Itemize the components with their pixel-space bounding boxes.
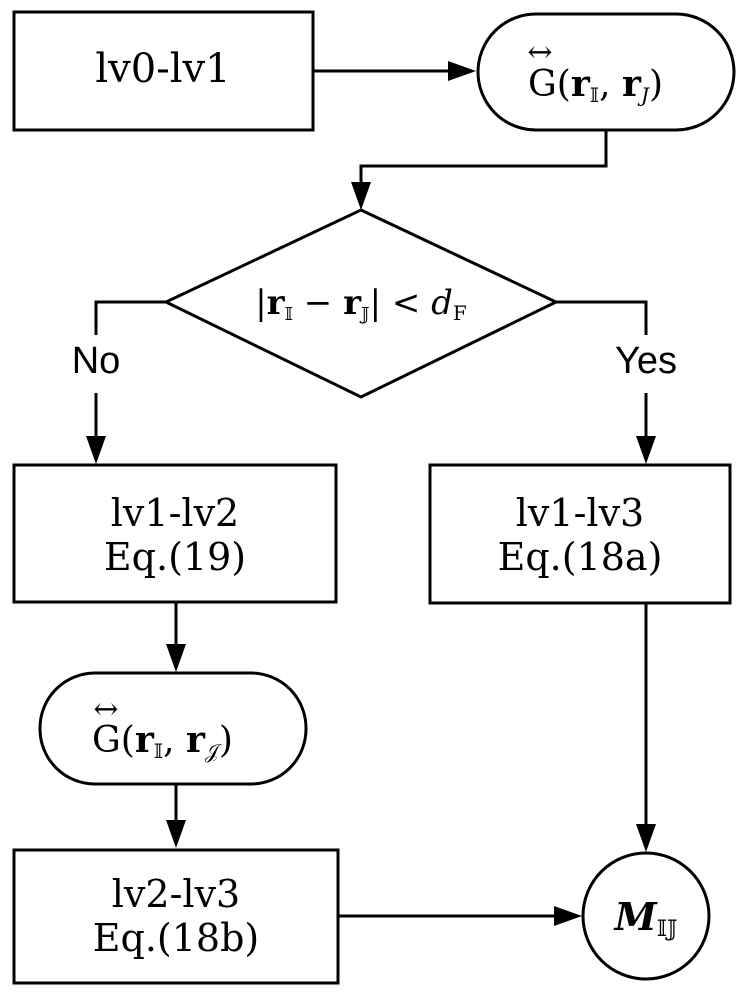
node-green-function-top-box (476, 12, 736, 132)
green-top-comma: , (599, 64, 622, 105)
result-label: M𝕀𝕁 (613, 894, 678, 942)
decision-condition: |r𝕀 − r𝕁| < dF (255, 283, 467, 325)
connector-decision-yes (556, 300, 648, 335)
branch-label-no: No (72, 340, 121, 382)
node-decision: |r𝕀 − r𝕁| < dF (162, 208, 560, 399)
arrowhead-yes-to-lv1-lv3 (636, 436, 656, 464)
decision-sub-d: F (453, 301, 467, 325)
arrowhead-no-to-lv1-lv2 (86, 436, 106, 464)
node-lv1-lv2-line2: Eq.(19) (104, 535, 246, 579)
dyadic-arrow-top: ↔ (527, 35, 552, 70)
decision-d: d (431, 283, 453, 323)
result-m: M (613, 894, 658, 939)
decision-sub1: 𝕀 (285, 304, 293, 325)
arrowhead-start-to-green (448, 61, 476, 81)
node-lv2-lv3-box (12, 848, 340, 985)
dyadic-arrow-bottom: ↔ (93, 692, 118, 727)
result-sub: 𝕀𝕁 (657, 917, 678, 942)
node-lv1-lv3-line2: Eq.(18a) (498, 535, 663, 579)
node-lv1-lv2-line1: lv1-lv2 (111, 491, 239, 535)
green-bottom-sub2: 𝒥 (205, 739, 222, 763)
green-function-bottom-formula: G(r𝕀, r𝒥) (92, 719, 233, 763)
decision-less-than: < (381, 283, 431, 323)
green-bottom-suffix: ) (219, 720, 233, 761)
branch-label-yes: Yes (615, 340, 677, 382)
node-lv0-lv1-box (12, 10, 315, 132)
arrowhead-lv2-lv3-to-result (554, 906, 582, 926)
node-lv0-lv1: lv0-lv1 (12, 10, 315, 132)
green-function-top-formula: G(r𝕀, rJ) (528, 63, 663, 107)
node-lv0-lv1-label: lv0-lv1 (95, 46, 230, 92)
decision-minus: − (293, 283, 343, 323)
green-top-r1: r (571, 63, 591, 105)
node-result-circle (581, 851, 711, 981)
green-bottom-r1: r (135, 719, 155, 761)
node-lv1-lv3: lv1-lv3 Eq.(18a) (428, 463, 732, 605)
node-lv1-lv3-line1: lv1-lv3 (516, 491, 644, 535)
green-bottom-r2: r (186, 719, 206, 761)
arrowhead-green-to-lv2-lv3 (166, 820, 186, 848)
arrowhead-lv1-lv3-to-result (636, 824, 656, 852)
green-bottom-prefix: G( (92, 720, 135, 761)
connectors (86, 61, 656, 926)
green-top-sub2: J (637, 83, 650, 107)
node-green-function-top: ↔ G(r𝕀, rJ) (476, 12, 736, 132)
node-lv2-lv3: lv2-lv3 Eq.(18b) (12, 848, 340, 985)
node-lv1-lv3-box (428, 463, 732, 605)
node-decision-diamond (162, 208, 560, 399)
green-top-suffix: ) (649, 64, 663, 105)
decision-r2: r (343, 283, 362, 323)
decision-bar-open: | (255, 283, 266, 323)
node-lv2-lv3-line2: Eq.(18b) (93, 916, 259, 960)
node-result: M𝕀𝕁 (581, 851, 711, 981)
green-bottom-comma: , (163, 720, 186, 761)
green-top-sub1: 𝕀 (590, 83, 599, 107)
decision-sub2: 𝕁 (359, 304, 370, 325)
connector-decision-no (94, 300, 166, 335)
green-top-prefix: G( (528, 64, 571, 105)
green-bottom-sub1: 𝕀 (154, 739, 163, 763)
arrowhead-lv1-lv2-to-green (166, 644, 186, 672)
decision-r1: r (267, 283, 286, 323)
node-green-function-bottom-box (38, 671, 308, 786)
node-lv1-lv2-box (12, 463, 338, 604)
green-top-r2: r (622, 63, 642, 105)
node-green-function-bottom: ↔ G(r𝕀, r𝒥) (38, 671, 308, 786)
arrowhead-green-to-decision (351, 182, 371, 210)
node-lv2-lv3-line1: lv2-lv3 (112, 872, 240, 916)
connector-green-to-decision (359, 131, 608, 184)
decision-bar-close: | (370, 283, 381, 323)
node-lv1-lv2: lv1-lv2 Eq.(19) (12, 463, 338, 604)
